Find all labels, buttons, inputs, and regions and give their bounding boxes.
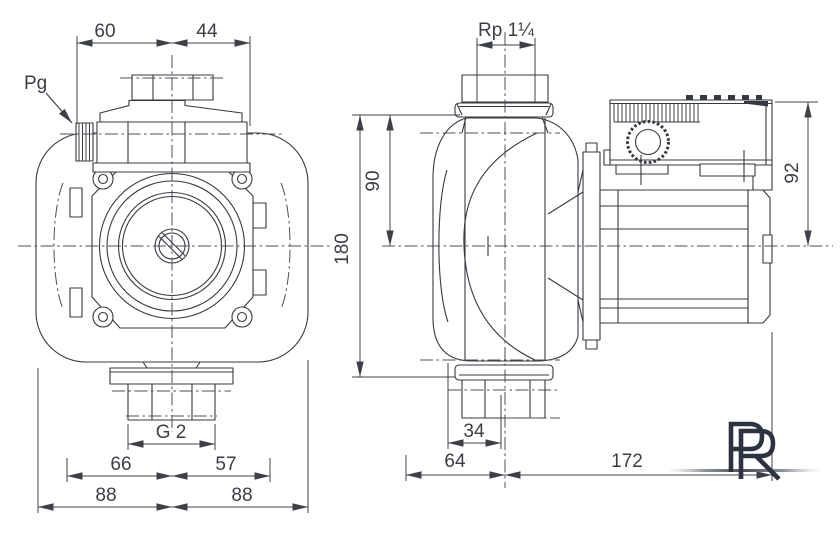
aux-centerlines	[420, 132, 560, 419]
logo-letter-p	[728, 421, 765, 472]
extension-line	[37, 360, 309, 513]
dim-label-60: 60	[94, 21, 115, 42]
side-view-dimensions: Rp 1¼ 90 180 92 34 64 172	[332, 20, 818, 481]
flange-bolt-hole	[236, 173, 248, 185]
dim-label-64: 64	[444, 451, 466, 472]
end-cap-tab	[762, 234, 773, 264]
outlet-union-nut	[454, 364, 554, 381]
dim-label-88-right: 88	[231, 485, 252, 506]
side-view	[382, 32, 833, 488]
gland-label-pg: Pg	[24, 73, 47, 94]
terminal-box-shoulder	[99, 99, 243, 123]
dim-label-g2: G 2	[156, 422, 187, 443]
speed-selector-knob-center	[634, 128, 662, 156]
terminal-box-notch	[603, 149, 611, 166]
pr-logo	[668, 421, 820, 481]
volute-spiral-curve	[463, 132, 538, 361]
dim-label-180: 180	[332, 233, 353, 265]
flange-bolt-hole	[97, 311, 109, 323]
dim-label-88-left: 88	[95, 485, 116, 506]
extension-line	[447, 363, 502, 449]
front-view	[18, 55, 332, 432]
port-neck	[142, 361, 201, 369]
cable-gland-knurl	[78, 123, 90, 161]
pg-leader-arrow	[45, 92, 73, 124]
clamp-facets	[547, 169, 584, 323]
flange-bolt	[231, 306, 253, 328]
terminal-box-step	[752, 164, 773, 191]
outlet-pipe	[461, 379, 546, 419]
box-mount-lug	[615, 164, 669, 175]
cooling-fins	[613, 104, 699, 122]
flange-notch	[585, 142, 598, 153]
dim-label-172: 172	[611, 451, 643, 472]
inlet-union-nut	[454, 102, 554, 118]
flange-tab	[252, 202, 267, 229]
screw-ticks	[640, 150, 745, 185]
flange-bolt-hole	[236, 311, 248, 323]
motor-housing	[599, 189, 749, 324]
cable-gland	[75, 122, 94, 162]
extension-line	[66, 458, 271, 482]
dim-label-44: 44	[196, 21, 218, 42]
motor-shell-lines	[600, 205, 748, 309]
flange-tab	[69, 187, 83, 218]
front-view-dimensions: 60 44 Pg G 2 66 57 88 88	[24, 21, 309, 513]
plug-screw-slot	[158, 232, 186, 260]
body-centerline-arc-left	[53, 182, 64, 310]
union-nut-detail	[456, 103, 552, 116]
dim-label-66: 66	[110, 454, 131, 475]
dim-label-57: 57	[215, 454, 236, 475]
speed-selector-knob	[626, 120, 670, 164]
dim-label-rp114: Rp 1¼	[478, 20, 535, 41]
flange-bolt	[92, 306, 114, 328]
flange-tab	[252, 269, 267, 296]
inlet-neck	[461, 116, 549, 134]
logo-letter-r	[738, 428, 781, 481]
logo-swoosh	[668, 469, 820, 472]
flange-bolt-hole	[97, 173, 109, 185]
dim-label-34: 34	[463, 421, 485, 442]
flange-tab	[69, 287, 83, 318]
vent-slots	[686, 95, 768, 107]
dim-label-92: 92	[782, 162, 803, 183]
flange-notch	[585, 339, 598, 350]
dim-label-90: 90	[363, 170, 384, 191]
box-mount-lug	[699, 163, 756, 177]
